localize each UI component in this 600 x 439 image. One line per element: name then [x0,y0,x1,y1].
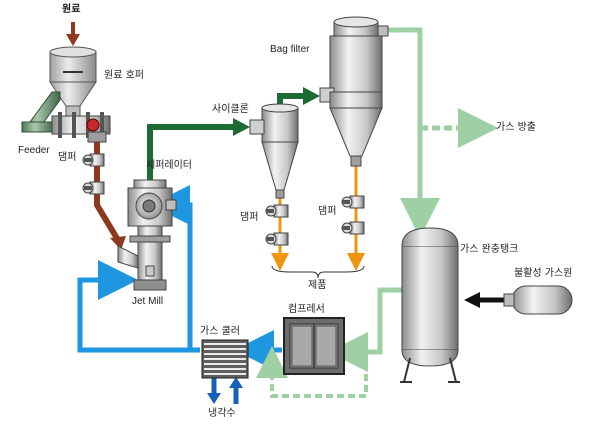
product-bracket [271,265,365,279]
damper-valve-2 [82,181,105,195]
bagfilter-to-tank-line [388,27,440,238]
inert-gas-arrowhead [464,292,480,308]
gas-recirculation-line [77,260,200,353]
separator [127,179,177,227]
jet-mill-label: Jet Mill [132,296,164,307]
compressor-label: 컴프레서 [288,304,325,315]
separator-to-cyclone-line [147,124,235,180]
compressor-bypass-line [256,346,368,398]
mill-inlet-arrowhead [110,236,126,250]
gas-cooler-label: 가스 쿨러 [200,326,240,337]
gas-buffer-tank-label: 가스 완충탱크 [460,244,519,255]
cooling-water-in-head [229,377,243,388]
damper-valve-6 [341,221,365,235]
bag-filter [319,16,389,167]
gas-cooler [201,339,249,379]
cyclone-inlet-arrowhead [233,118,250,136]
cyclone-label: 사이클론 [212,104,249,115]
inert-gas-source-label: 불활성 가스원 [514,268,573,279]
gas-to-separator-line [150,185,193,350]
tank-to-compressor-line [328,287,402,372]
damper-label-1: 댐퍼 [58,152,77,163]
damper-valve-1 [82,153,105,167]
gas-exhaust-label: 가스 방출 [496,122,536,133]
cooling-water-out-head [207,393,221,404]
product-label: 제품 [308,280,327,291]
raw-hopper [49,46,97,117]
raw-material-arrowhead [66,34,80,46]
feeder [21,91,111,143]
cooling-water-label: 냉각수 [208,408,236,419]
damper-valve-5 [341,195,365,209]
damper-valve-4 [265,232,289,246]
inert-gas-cylinder [503,285,573,315]
cyclone [249,103,299,199]
gas-buffer-tank [400,227,460,383]
bag-filter-label: Bag filter [270,44,310,55]
damper-label-2: 댐퍼 [240,212,259,223]
jet-mill [117,225,171,291]
separator-label: 세퍼레이터 [146,160,192,171]
damper-label-3: 댐퍼 [318,206,337,217]
bagfilter-inlet-arrowhead [303,87,320,105]
raw-material-label: 원료 [62,4,81,15]
feeder-label: Feeder [18,145,50,156]
compressor [283,317,345,375]
raw-hopper-label: 원료 호퍼 [104,70,144,81]
damper-valve-3 [265,204,289,218]
